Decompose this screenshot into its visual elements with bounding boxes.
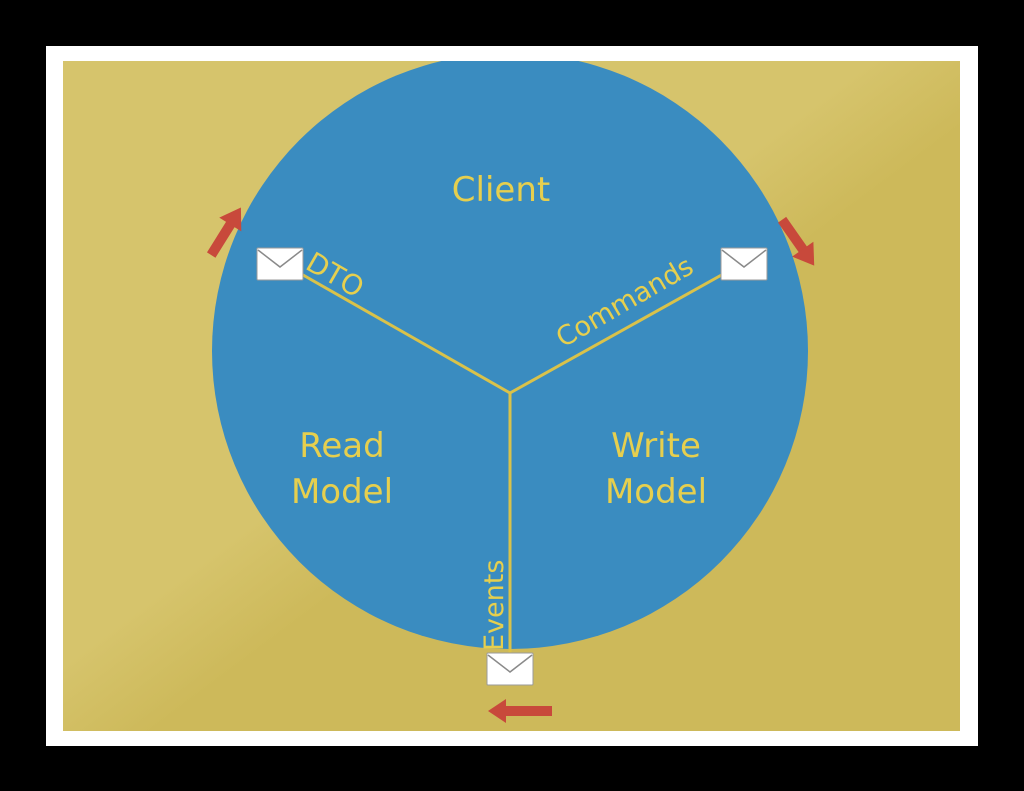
read-model-label-line-1: Read — [299, 426, 384, 466]
commands-line — [509, 261, 744, 395]
system-circle — [212, 61, 808, 649]
write-model-label-line-2: Model — [605, 472, 707, 512]
dto-arrow-icon — [206, 207, 242, 258]
client-label: Client — [452, 170, 550, 210]
dto-line — [295, 269, 511, 395]
events-arrow-icon — [488, 699, 552, 723]
events-envelope-icon — [486, 652, 534, 686]
commands-envelope-icon — [720, 247, 768, 281]
commands-arrow-icon — [777, 216, 815, 266]
events-label: Events — [479, 560, 510, 651]
dto-envelope-icon — [256, 247, 304, 281]
cqrs-diagram: Client Read Model Write Model DTO Comman… — [63, 61, 960, 731]
write-model-label-line-1: Write — [611, 426, 701, 466]
read-model-label-line-2: Model — [291, 472, 393, 512]
slide: Client Read Model Write Model DTO Comman… — [63, 61, 960, 731]
